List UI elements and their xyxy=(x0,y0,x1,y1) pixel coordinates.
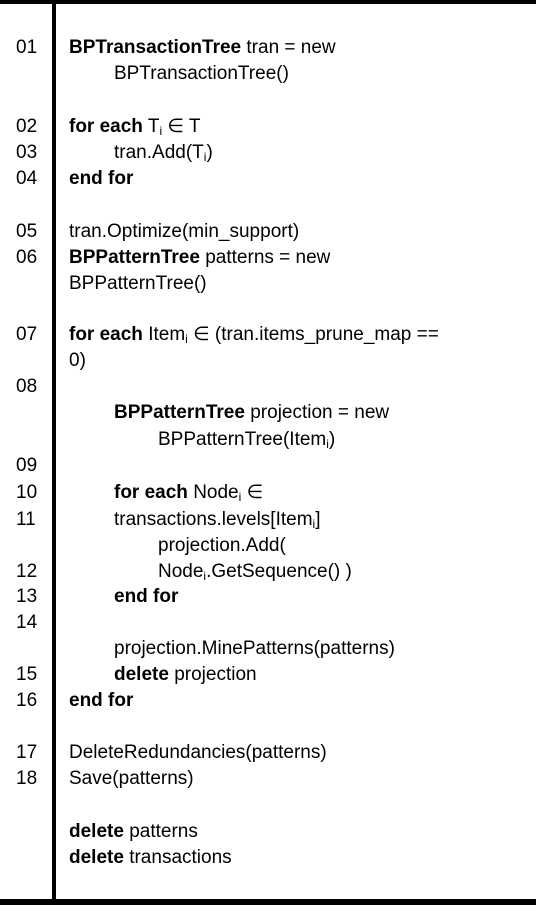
code-line: BPTransactionTree tran = new xyxy=(69,36,336,60)
top-border xyxy=(0,0,536,4)
code-line: end for xyxy=(114,585,178,609)
code-text: Item xyxy=(142,324,186,345)
keyword: BPTransactionTree xyxy=(69,37,242,58)
code-text: ) xyxy=(206,142,213,163)
code-line: DeleteRedundancies(patterns) xyxy=(69,742,327,763)
code-line: end for xyxy=(69,167,133,191)
line-number-10: 10 xyxy=(16,482,38,503)
subscript: i xyxy=(159,124,163,138)
code-text: ∈ T xyxy=(162,116,201,137)
line-number-15: 15 xyxy=(16,664,38,685)
keyword: BPPatternTree xyxy=(69,247,200,268)
keyword: end for xyxy=(69,168,134,189)
code-line: end for xyxy=(69,689,133,713)
code-line: tran.Optimize(min_support) xyxy=(69,221,300,242)
code-line: BPPatternTree projection = new xyxy=(114,401,389,425)
code-text: Node xyxy=(187,482,239,503)
line-number-18: 18 xyxy=(16,768,38,789)
keyword: end for xyxy=(69,690,134,711)
code-line: for each Ti ∈ T xyxy=(69,115,201,139)
keyword: BPPatternTree xyxy=(114,402,245,423)
keyword: for each xyxy=(69,324,143,345)
line-number-03: 03 xyxy=(16,142,38,163)
subscript: i xyxy=(326,437,329,451)
line-number-16: 16 xyxy=(16,690,38,711)
code-text: .GetSequence() ) xyxy=(206,561,352,582)
keyword: for each xyxy=(114,482,188,503)
code-line: projection.MinePatterns(patterns) xyxy=(114,638,395,659)
code-text: ) xyxy=(328,429,336,450)
code-text: ] xyxy=(315,509,321,530)
code-line: projection.Add( xyxy=(158,535,286,556)
line-number-08: 08 xyxy=(16,376,38,397)
line-number-17: 17 xyxy=(16,742,38,763)
code-text: ∈ (tran.items_prune_map == xyxy=(187,324,439,345)
line-number-02: 02 xyxy=(16,116,38,137)
code-text: patterns xyxy=(123,821,198,842)
code-line: Nodei.GetSequence() ) xyxy=(158,560,352,584)
bottom-border xyxy=(0,899,536,905)
keyword: delete xyxy=(69,821,124,842)
code-text: tran = new xyxy=(241,37,336,58)
code-text: transactions.levels[Item xyxy=(114,509,313,530)
line-number-14: 14 xyxy=(16,612,38,633)
column-divider xyxy=(52,0,56,905)
code-line: transactions.levels[Itemi] xyxy=(114,508,320,532)
line-number-12: 12 xyxy=(16,561,38,582)
code-text: projection = new xyxy=(244,402,390,423)
line-number-01: 01 xyxy=(16,37,38,58)
code-text: transactions xyxy=(123,847,232,868)
code-line: BPPatternTree(Itemi) xyxy=(158,428,335,452)
subscript: i xyxy=(203,150,207,164)
line-number-11: 11 xyxy=(16,509,36,530)
subscript: i xyxy=(185,332,188,346)
code-text: ∈ xyxy=(241,482,264,503)
line-number-07: 07 xyxy=(16,324,38,345)
keyword: for each xyxy=(69,116,143,137)
line-number-05: 05 xyxy=(16,221,38,242)
code-line: tran.Add(Ti) xyxy=(114,141,213,165)
line-number-09: 09 xyxy=(16,455,38,476)
code-line: BPTransactionTree() xyxy=(114,63,289,84)
code-line: BPPatternTree() xyxy=(69,273,207,294)
subscript: i xyxy=(312,517,316,531)
keyword: delete xyxy=(69,847,124,868)
line-number-13: 13 xyxy=(16,586,38,607)
keyword: end for xyxy=(114,586,179,607)
code-text: BPPatternTree(Item xyxy=(158,429,327,450)
code-line: for each Itemi ∈ (tran.items_prune_map =… xyxy=(69,323,439,347)
keyword: delete xyxy=(114,664,169,685)
code-text: tran.Add(T xyxy=(114,142,204,163)
code-text: patterns = new xyxy=(199,247,331,268)
subscript: i xyxy=(238,490,242,504)
code-text: T xyxy=(142,116,160,137)
code-text: Node xyxy=(158,561,204,582)
code-line: 0) xyxy=(69,350,86,371)
code-line: delete patterns xyxy=(69,820,198,844)
code-line: delete transactions xyxy=(69,846,232,870)
code-line: BPPatternTree patterns = new xyxy=(69,246,330,270)
code-line: delete projection xyxy=(114,663,257,687)
line-number-04: 04 xyxy=(16,168,38,189)
code-line: Save(patterns) xyxy=(69,768,194,789)
code-text: projection xyxy=(168,664,257,685)
code-line: for each Nodei ∈ xyxy=(114,481,263,505)
subscript: i xyxy=(203,569,207,583)
line-number-06: 06 xyxy=(16,247,38,268)
